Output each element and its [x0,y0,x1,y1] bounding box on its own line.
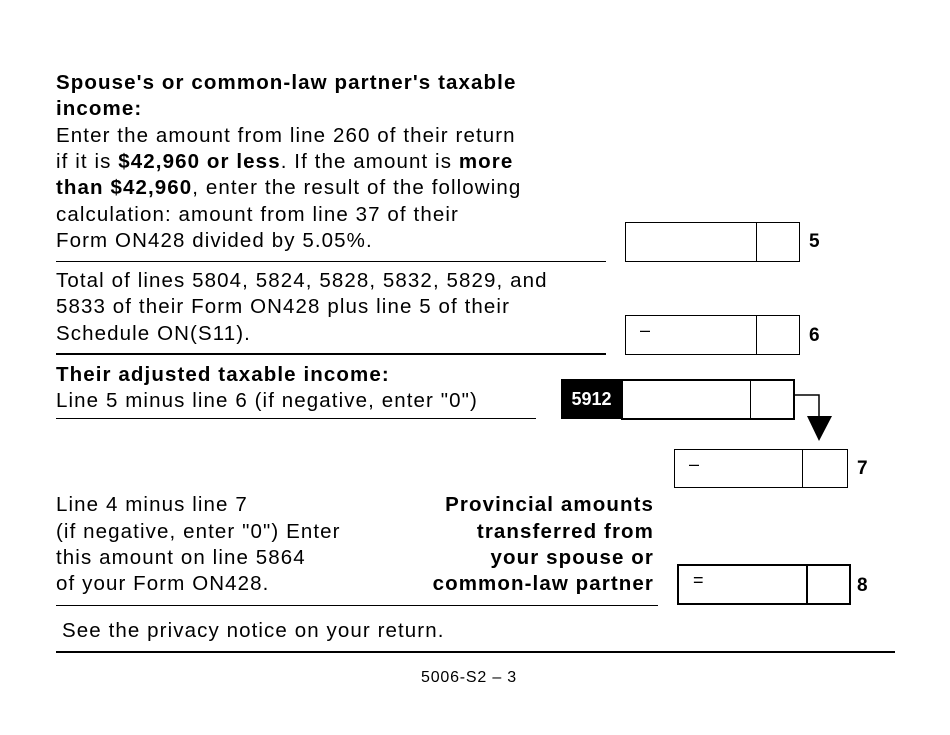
section8-rule [56,605,658,606]
adjusted-rule [56,418,536,419]
section6-text-3: Schedule ON(S11). [56,322,251,345]
spouse-income-heading-2: income: [56,97,143,120]
spouse-income-heading-1: Spouse's or common-law partner's taxable [56,71,517,94]
equals-sign: = [693,570,704,590]
section5-text-1: Enter the amount from line 260 of their … [56,124,516,147]
adjusted-income-text: Line 5 minus line 6 (if negative, enter … [56,389,478,412]
section5-text-3: than $42,960, enter the result of the fo… [56,176,522,199]
line8-input[interactable]: = [677,564,851,605]
line-number-7: 7 [857,458,868,479]
form-code: 5006-S2 – 3 [421,669,517,686]
section8-text-1: Line 4 minus line 7 [56,493,248,516]
line7-input[interactable]: – [674,449,848,488]
line6-input[interactable]: – [625,315,800,355]
line-number-5: 5 [809,231,820,252]
line-number-8: 8 [857,575,868,596]
provincial-amounts-heading-3: your spouse or [490,546,654,569]
section6-text-2: 5833 of their Form ON428 plus line 5 of … [56,295,511,318]
provincial-amounts-heading-2: transferred from [476,520,654,543]
section5-rule [56,261,606,262]
privacy-notice: See the privacy notice on your return. [62,619,445,642]
line5-input[interactable] [625,222,800,262]
line-number-6: 6 [809,325,820,346]
section5-text-2: if it is $42,960 or less. If the amount … [56,150,514,173]
section8-text-3: this amount on line 5864 [56,546,306,569]
section6-text-1: Total of lines 5804, 5824, 5828, 5832, 5… [56,269,548,292]
provincial-amounts-heading-1: Provincial amounts [445,493,654,516]
minus-sign: – [640,320,651,340]
footer-rule [56,651,895,653]
line5912-input[interactable] [621,379,795,420]
down-arrow-icon [794,394,832,441]
provincial-amounts-heading-4: common-law partner [432,572,654,595]
adjusted-income-heading: Their adjusted taxable income: [56,363,390,386]
section8-text-2: (if negative, enter "0") Enter [56,520,341,543]
section6-rule [56,353,606,355]
line-code-5912: 5912 [561,379,622,419]
section5-text-5: Form ON428 divided by 5.05%. [56,229,373,252]
section5-text-4: calculation: amount from line 37 of thei… [56,203,459,226]
section8-text-4: of your Form ON428. [56,572,270,595]
minus-sign: – [689,454,700,474]
